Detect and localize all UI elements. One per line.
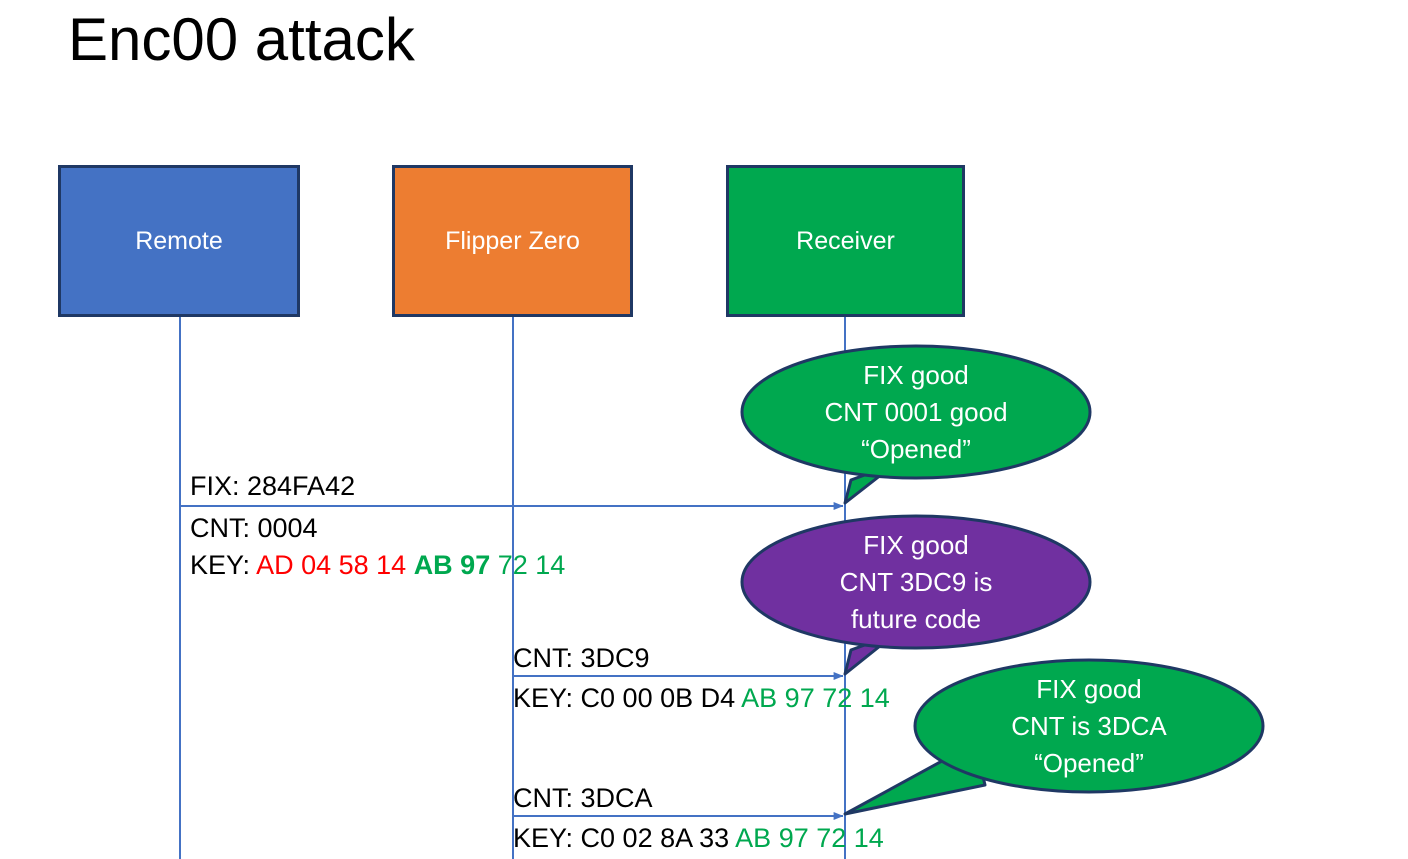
callout-3 <box>843 658 1265 816</box>
actor-box-remote[interactable]: Remote <box>58 165 300 317</box>
message-2-line-key: KEY: C0 00 0B D4 AB 97 72 14 <box>513 680 890 716</box>
message-1-line-cnt: CNT: 0004 <box>190 510 318 546</box>
callout-3-line-2: CNT is 3DCA <box>1011 711 1167 741</box>
message-1-fix-text: FIX: 284FA42 <box>190 471 356 501</box>
callout-1-text: FIX good CNT 0001 good “Opened” <box>742 357 1090 468</box>
message-1-key-counter-bytes: AD 04 58 14 <box>256 550 414 580</box>
message-1-key-serial-bytes-bold: AB 97 <box>413 550 498 580</box>
message-2-key-prefix: KEY: C0 00 0B D4 <box>513 683 742 713</box>
callout-3-line-3: “Opened” <box>1034 748 1144 778</box>
message-2-line-cnt: CNT: 3DC9 <box>513 640 650 676</box>
message-1-line-fix: FIX: 284FA42 <box>190 468 355 504</box>
message-2-cnt-text: CNT: 3DC9 <box>513 643 650 673</box>
message-2-key-serial-bytes: AB 97 72 14 <box>741 683 890 713</box>
message-3-key-serial-bytes: AB 97 72 14 <box>735 823 884 853</box>
callout-2-line-1: FIX good <box>863 530 969 560</box>
callout-2-line-3: future code <box>850 604 982 634</box>
actor-label-receiver: Receiver <box>796 227 895 255</box>
callout-1-line-1: FIX good <box>863 360 969 390</box>
page-title: Enc00 attack <box>68 6 415 73</box>
callout-2-line-2: CNT 3DC9 is <box>839 567 993 597</box>
actor-label-flipper: Flipper Zero <box>445 227 580 255</box>
callout-2-text: FIX good CNT 3DC9 is future code <box>742 527 1090 638</box>
callout-1-line-2: CNT 0001 good <box>824 397 1008 427</box>
message-3-key-prefix: KEY: C0 02 8A 33 <box>513 823 736 853</box>
message-1-line-key: KEY: AD 04 58 14 AB 97 72 14 <box>190 547 565 583</box>
actor-box-flipper[interactable]: Flipper Zero <box>392 165 633 317</box>
message-1-key-prefix: KEY: <box>190 550 257 580</box>
callout-2 <box>740 514 1092 676</box>
actor-box-receiver[interactable]: Receiver <box>726 165 965 317</box>
message-1-key-serial-bytes: 72 14 <box>497 550 566 580</box>
callout-1 <box>740 344 1092 505</box>
callout-1-line-3: “Opened” <box>861 434 971 464</box>
callout-3-line-1: FIX good <box>1036 674 1142 704</box>
callout-3-text: FIX good CNT is 3DCA “Opened” <box>915 671 1263 782</box>
message-1-cnt-text: CNT: 0004 <box>190 513 318 543</box>
message-3-cnt-text: CNT: 3DCA <box>513 783 653 813</box>
message-3-line-cnt: CNT: 3DCA <box>513 780 653 816</box>
actor-label-remote: Remote <box>135 227 223 255</box>
message-3-line-key: KEY: C0 02 8A 33 AB 97 72 14 <box>513 820 884 856</box>
